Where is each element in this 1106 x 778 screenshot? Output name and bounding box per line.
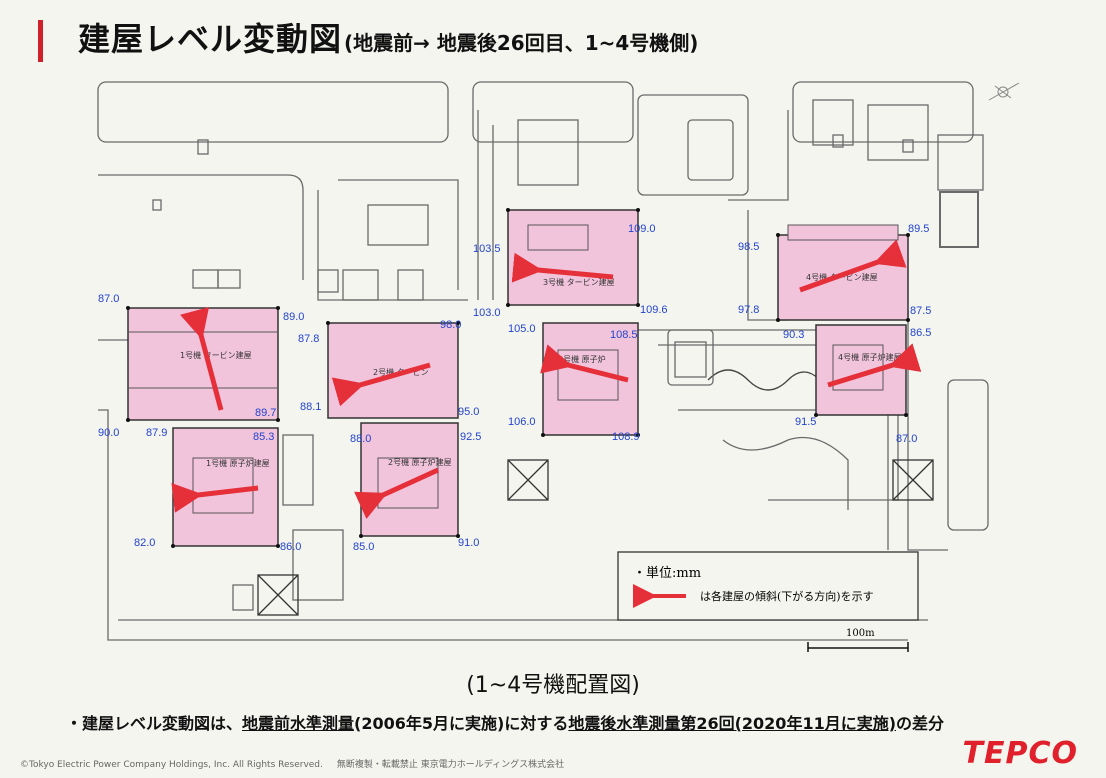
unit1-reactor-building: 1号機 原子炉建屋 xyxy=(172,427,279,547)
u2-reactor-label: 2号機 原子炉建屋 xyxy=(388,457,452,467)
level-value: 89.7 xyxy=(255,407,276,419)
tilt-arrows xyxy=(171,239,922,520)
level-value: 88.0 xyxy=(350,433,371,445)
legend-bullet: ・ xyxy=(633,590,644,603)
u2-reactor-tilt-arrow xyxy=(354,467,440,520)
figure-caption: (1~4号機配置図) xyxy=(466,673,640,698)
level-value: 91.5 xyxy=(795,416,816,428)
level-value: 89.5 xyxy=(908,223,929,235)
unit2-reactor-building: 2号機 原子炉建屋 xyxy=(360,422,459,537)
level-value: 86.0 xyxy=(280,541,301,553)
level-value: 87.0 xyxy=(896,433,917,445)
scale-bar xyxy=(807,642,909,652)
switchyard-lattices xyxy=(257,459,934,616)
u4-reactor-tilt-arrow xyxy=(827,343,922,388)
u1-reactor-label: 1号機 原子炉建屋 xyxy=(206,458,270,468)
title-accent-bar xyxy=(38,20,43,62)
level-value: 98.5 xyxy=(738,241,759,253)
u2-turbine-tilt-arrow xyxy=(331,362,431,407)
legend: ・単位:mm ・ は各建屋の傾斜(下がる方向)を示す 100m xyxy=(617,551,919,652)
level-value: 91.0 xyxy=(458,537,479,549)
level-value: 87.5 xyxy=(910,305,931,317)
u3-reactor-label: 3号機 原子炉 xyxy=(558,354,606,364)
level-value: 105.0 xyxy=(508,323,536,335)
u4-reactor-label: 4号機 原子炉建屋 xyxy=(838,352,902,362)
u3-reactor-tilt-arrow xyxy=(540,344,629,383)
site-roads xyxy=(97,81,989,641)
u3-turbine-label: 3号機 タービン建屋 xyxy=(543,277,615,287)
legend-desc: は各建屋の傾斜(下がる方向)を示す xyxy=(700,589,874,603)
north-arrow-icon xyxy=(988,82,1020,101)
level-value: 109.6 xyxy=(640,304,668,316)
u3-turbine-tilt-arrow xyxy=(511,252,614,283)
site-layout-map: 1号機 タービン建屋 1号機 原子炉建屋 2号機 タービン 2号機 原子炉建屋 … xyxy=(97,81,989,652)
title-main: 建屋レベル変動図 xyxy=(78,20,343,58)
unit4-reactor-building: 4号機 原子炉建屋 xyxy=(815,324,907,416)
level-value: 90.0 xyxy=(98,427,119,439)
level-value: 87.9 xyxy=(146,427,167,439)
level-value: 87.8 xyxy=(298,333,319,345)
level-value: 89.0 xyxy=(283,311,304,323)
tepco-logo: TEPCO xyxy=(962,736,1078,771)
page-title: 建屋レベル変動図(地震前→ 地震後26回目、1~4号機側) xyxy=(78,14,698,60)
level-value: 85.0 xyxy=(353,541,374,553)
explanatory-note: ・建屋レベル変動図は、地震前水準測量(2006年5月に実施)に対する地震後水準測… xyxy=(66,714,945,733)
u1-turbine-tilt-arrow xyxy=(180,306,224,411)
legend-unit: ・単位:mm xyxy=(633,565,701,581)
level-values: 87.0 89.0 98.0 87.8 90.0 87.9 89.7 85.3 … xyxy=(98,223,931,553)
survey-points xyxy=(126,208,910,548)
footer-copyright: ©Tokyo Electric Power Company Holdings, … xyxy=(20,760,565,770)
level-value: 108.5 xyxy=(610,329,638,341)
u1-turbine-label: 1号機 タービン建屋 xyxy=(180,350,252,360)
level-value: 97.8 xyxy=(738,304,759,316)
level-value: 103.0 xyxy=(473,307,501,319)
u4-turbine-tilt-arrow xyxy=(799,239,907,293)
unit1-turbine-building: 1号機 タービン建屋 xyxy=(127,307,279,421)
unit2-turbine-building: 2号機 タービン xyxy=(327,322,459,419)
level-value: 106.0 xyxy=(508,416,536,428)
unit3-turbine-building: 3号機 タービン建屋 xyxy=(507,209,639,306)
scale-label: 100m xyxy=(846,628,875,639)
title-sub: (地震前→ 地震後26回目、1~4号機側) xyxy=(344,31,699,55)
level-value: 90.3 xyxy=(783,329,804,341)
level-value: 98.0 xyxy=(440,319,461,331)
level-value: 85.3 xyxy=(253,431,274,443)
level-value: 87.0 xyxy=(98,293,119,305)
level-value: 86.5 xyxy=(910,327,931,339)
level-value: 95.0 xyxy=(458,406,479,418)
level-value: 88.1 xyxy=(300,401,321,413)
level-value: 82.0 xyxy=(134,537,155,549)
level-value: 108.9 xyxy=(612,431,640,443)
level-value: 103.5 xyxy=(473,243,501,255)
level-value: 92.5 xyxy=(460,431,481,443)
level-value: 109.0 xyxy=(628,223,656,235)
u1-reactor-tilt-arrow xyxy=(171,482,259,513)
